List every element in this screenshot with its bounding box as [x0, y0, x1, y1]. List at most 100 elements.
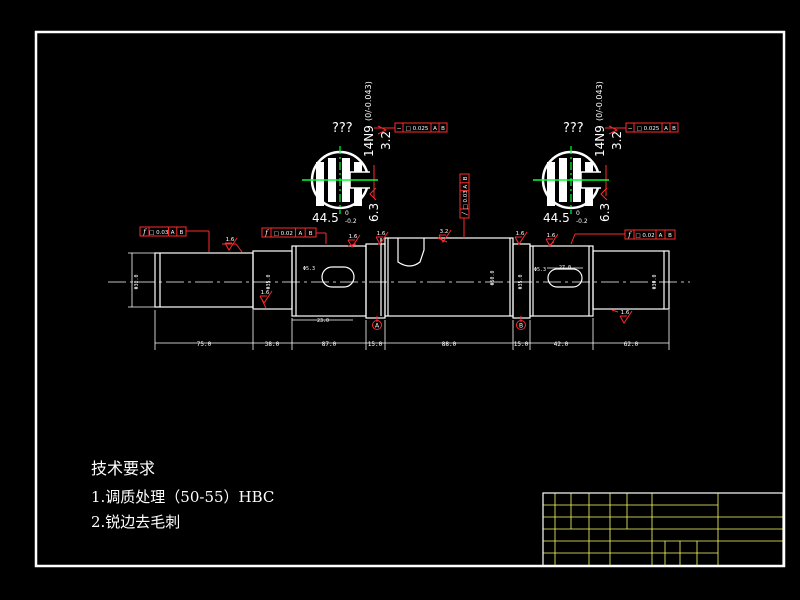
length-dimension-label: 15.0: [368, 341, 383, 348]
keyway-width-label: 14N9: [362, 125, 376, 157]
length-dimensions: [128, 252, 670, 350]
tech-requirements-title: 技术要求: [91, 459, 156, 478]
svg-text:A: A: [433, 126, 437, 132]
svg-text:1.6: 1.6: [516, 231, 525, 237]
svg-text:1.6: 1.6: [226, 237, 235, 243]
key-dimension-label: Φ5.3: [303, 266, 315, 272]
svg-text:1.6: 1.6: [261, 290, 270, 296]
svg-text:□ 0.02: □ 0.02: [274, 231, 293, 237]
svg-text:f: f: [627, 231, 632, 239]
shaft-step-3: [291, 245, 367, 317]
annotation-leaders: [186, 165, 625, 322]
length-dimension-label: 88.0: [442, 341, 457, 348]
svg-text:/: /: [461, 212, 469, 216]
svg-text:3.2: 3.2: [379, 131, 393, 150]
roughness-symbols: 1.6 1.6 1.6 3.2 1.6 1.6 1.6 1.6: [224, 229, 633, 324]
tech-requirement-2: 2.锐边去毛刺: [91, 513, 181, 531]
svg-text:A: A: [664, 126, 668, 132]
section-depth-label: 44.5: [312, 211, 339, 225]
diameter-label: Φ35.0: [266, 274, 272, 289]
svg-text:(0/-0.043): (0/-0.043): [595, 81, 604, 121]
roughness-symbol: 1.6: [375, 231, 389, 245]
svg-text:0: 0: [345, 210, 349, 217]
svg-text:0: 0: [576, 210, 580, 217]
length-dimension-label: 62.0: [624, 341, 639, 348]
svg-text:-0.2: -0.2: [345, 218, 357, 225]
svg-text:B: B: [668, 233, 672, 239]
shaft-step-4: [365, 243, 386, 319]
diameter-label: Φ30.0: [134, 274, 140, 289]
svg-text:B: B: [672, 126, 676, 132]
section-note: ???: [332, 121, 353, 136]
key-dimension-label: Φ5.3: [534, 267, 546, 273]
roughness-symbol: 1.6: [619, 310, 633, 324]
shaft-step-1: [154, 252, 254, 308]
gdt-frame: f □ 0.02 A B: [261, 227, 317, 238]
svg-text:3.2: 3.2: [440, 229, 449, 235]
section-note: ???: [563, 121, 584, 136]
length-dimension-label: 42.0: [554, 341, 569, 348]
keyway-width-label: 14N9: [593, 125, 607, 157]
diameter-label: Φ50.0: [490, 270, 496, 285]
svg-text:A: A: [171, 230, 175, 236]
svg-text:A: A: [375, 323, 380, 330]
shaft-step-7: [529, 245, 594, 317]
svg-text:-0.2: -0.2: [576, 218, 588, 225]
roughness-symbol: 3.2: [438, 229, 452, 243]
svg-text:□ 0.03: □ 0.03: [149, 230, 169, 236]
svg-text:A: A: [298, 231, 302, 237]
roughness-symbol: 1.6: [224, 237, 238, 251]
keyway-section: 44.5 0-0.2??? 14N9 (0/-0.043) 3.2 6.3 −□ 0.025…: [302, 81, 448, 225]
svg-text:1.6: 1.6: [377, 231, 386, 237]
svg-text:1.6: 1.6: [621, 310, 630, 316]
drawing-border: [34, 30, 786, 568]
svg-text:1.6: 1.6: [547, 233, 556, 239]
svg-text:B: B: [463, 176, 469, 180]
svg-text:−: −: [396, 125, 401, 132]
datum-marker-a: A: [372, 320, 382, 330]
keyway-length-label: 23.0: [317, 318, 329, 324]
section-depth-label: 44.5: [543, 211, 570, 225]
shaft-step-8: [592, 250, 670, 310]
svg-text:(0/-0.043): (0/-0.043): [364, 81, 373, 121]
keyway-right: [547, 268, 583, 288]
break-line: [397, 238, 425, 267]
roughness-symbol: 1.6: [259, 290, 273, 304]
length-dimension-label: 75.0: [197, 341, 212, 348]
keyway-left: [321, 266, 355, 288]
svg-text:□ 0.025: □ 0.025: [406, 126, 429, 132]
shaft-main-view: [108, 237, 690, 319]
title-block: [542, 492, 784, 567]
svg-text:3.2: 3.2: [610, 131, 624, 150]
roughness-symbol: 1.6: [514, 231, 528, 245]
svg-text:B: B: [441, 126, 445, 132]
svg-text:B: B: [309, 231, 313, 237]
svg-text:A: A: [463, 185, 469, 189]
svg-text:6.3: 6.3: [367, 203, 381, 222]
diameter-label: Φ35.0: [518, 274, 524, 289]
keyway-length-label: 27.0: [559, 265, 571, 271]
length-dimension-label: 87.0: [322, 341, 337, 348]
svg-text:6.3: 6.3: [598, 203, 612, 222]
svg-text:f: f: [264, 229, 269, 237]
svg-text:□ 0.025: □ 0.025: [637, 126, 660, 132]
length-dimension-label: 38.0: [265, 341, 280, 348]
svg-text:f: f: [142, 228, 147, 236]
roughness-symbol: 1.6: [347, 234, 361, 248]
svg-text:1.6: 1.6: [349, 234, 358, 240]
shaft-step-2: [252, 250, 293, 310]
svg-text:A: A: [659, 233, 663, 239]
length-dimension-label: 15.0: [514, 341, 529, 348]
svg-text:B: B: [180, 230, 184, 236]
tech-requirement-1: 1.调质处理（50-55）HBC: [91, 488, 275, 506]
datum-marker-b: B: [516, 320, 526, 330]
